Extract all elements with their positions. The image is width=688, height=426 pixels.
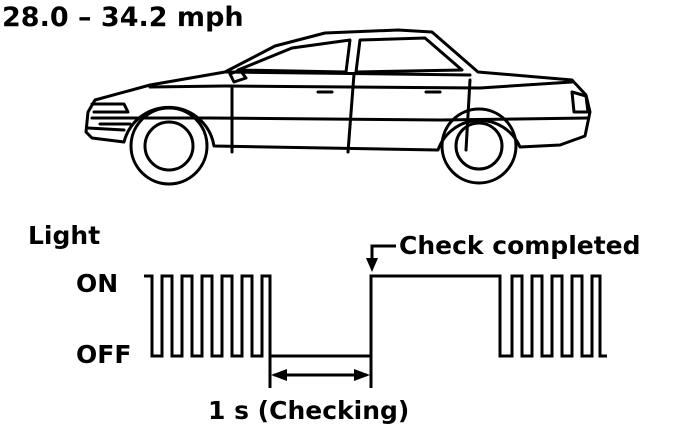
speed-range-label: 28.0 – 34.2 mph	[2, 2, 244, 33]
state-off-label: OFF	[76, 340, 131, 369]
arrow-left-icon	[271, 369, 287, 381]
sedan-car-icon	[84, 28, 592, 186]
duration-label: 1 s (Checking)	[208, 396, 409, 425]
state-on-label: ON	[76, 269, 118, 298]
arrow-right-icon	[354, 369, 370, 381]
signal-trace	[144, 274, 607, 358]
light-axis-label: Light	[28, 221, 100, 250]
light-signal-waveform	[144, 274, 607, 358]
duration-dimension	[268, 356, 373, 388]
arrow-down-icon	[366, 258, 378, 272]
check-completed-label: Check completed	[399, 231, 641, 260]
check-completed-pointer	[366, 244, 396, 272]
